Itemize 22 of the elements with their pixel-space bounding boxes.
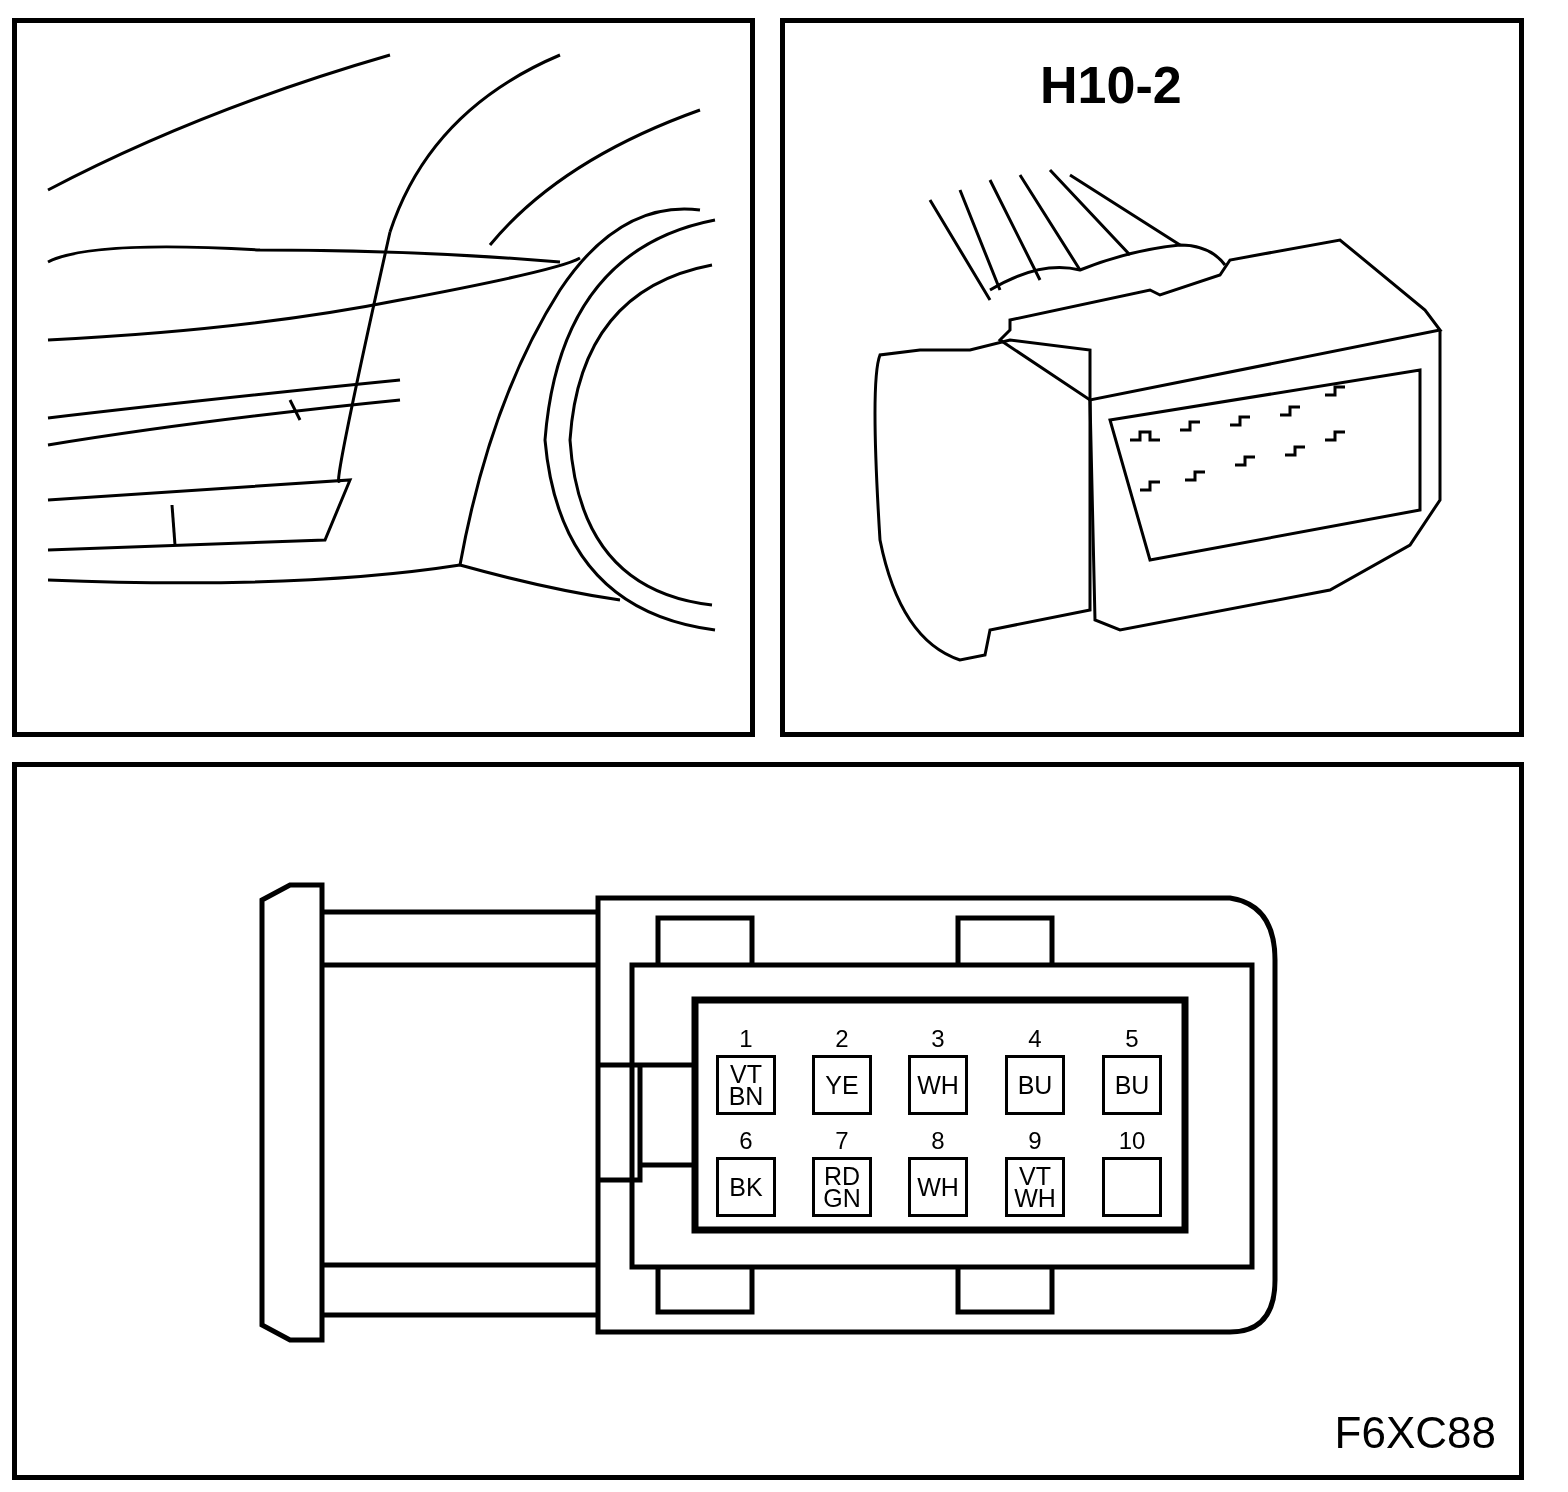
pin-number: 1: [738, 1025, 754, 1053]
pin-number: 9: [1027, 1127, 1043, 1155]
pin-number: 5: [1124, 1025, 1140, 1053]
pin-number: 2: [834, 1025, 850, 1053]
pin-cell: WH: [908, 1055, 968, 1115]
pin-number: 4: [1027, 1025, 1043, 1053]
pin-number: 10: [1117, 1127, 1147, 1155]
figure-code: F6XC88: [1334, 1408, 1496, 1458]
pin-cell: VT WH: [1005, 1157, 1065, 1217]
pin-cell: BU: [1102, 1055, 1162, 1115]
pin-number: 8: [930, 1127, 946, 1155]
pin-number: 6: [738, 1127, 754, 1155]
pin-number: 7: [834, 1127, 850, 1155]
pin-cell: RD GN: [812, 1157, 872, 1217]
pin-cell: VT BN: [716, 1055, 776, 1115]
connector-title: H10-2: [1040, 55, 1182, 115]
pin-cell: BU: [1005, 1055, 1065, 1115]
pin-cell: WH: [908, 1157, 968, 1217]
pin-cell: BK: [716, 1157, 776, 1217]
pin-number: 3: [930, 1025, 946, 1053]
pin-cell: YE: [812, 1055, 872, 1115]
empty-pin-cell: [1102, 1157, 1162, 1217]
